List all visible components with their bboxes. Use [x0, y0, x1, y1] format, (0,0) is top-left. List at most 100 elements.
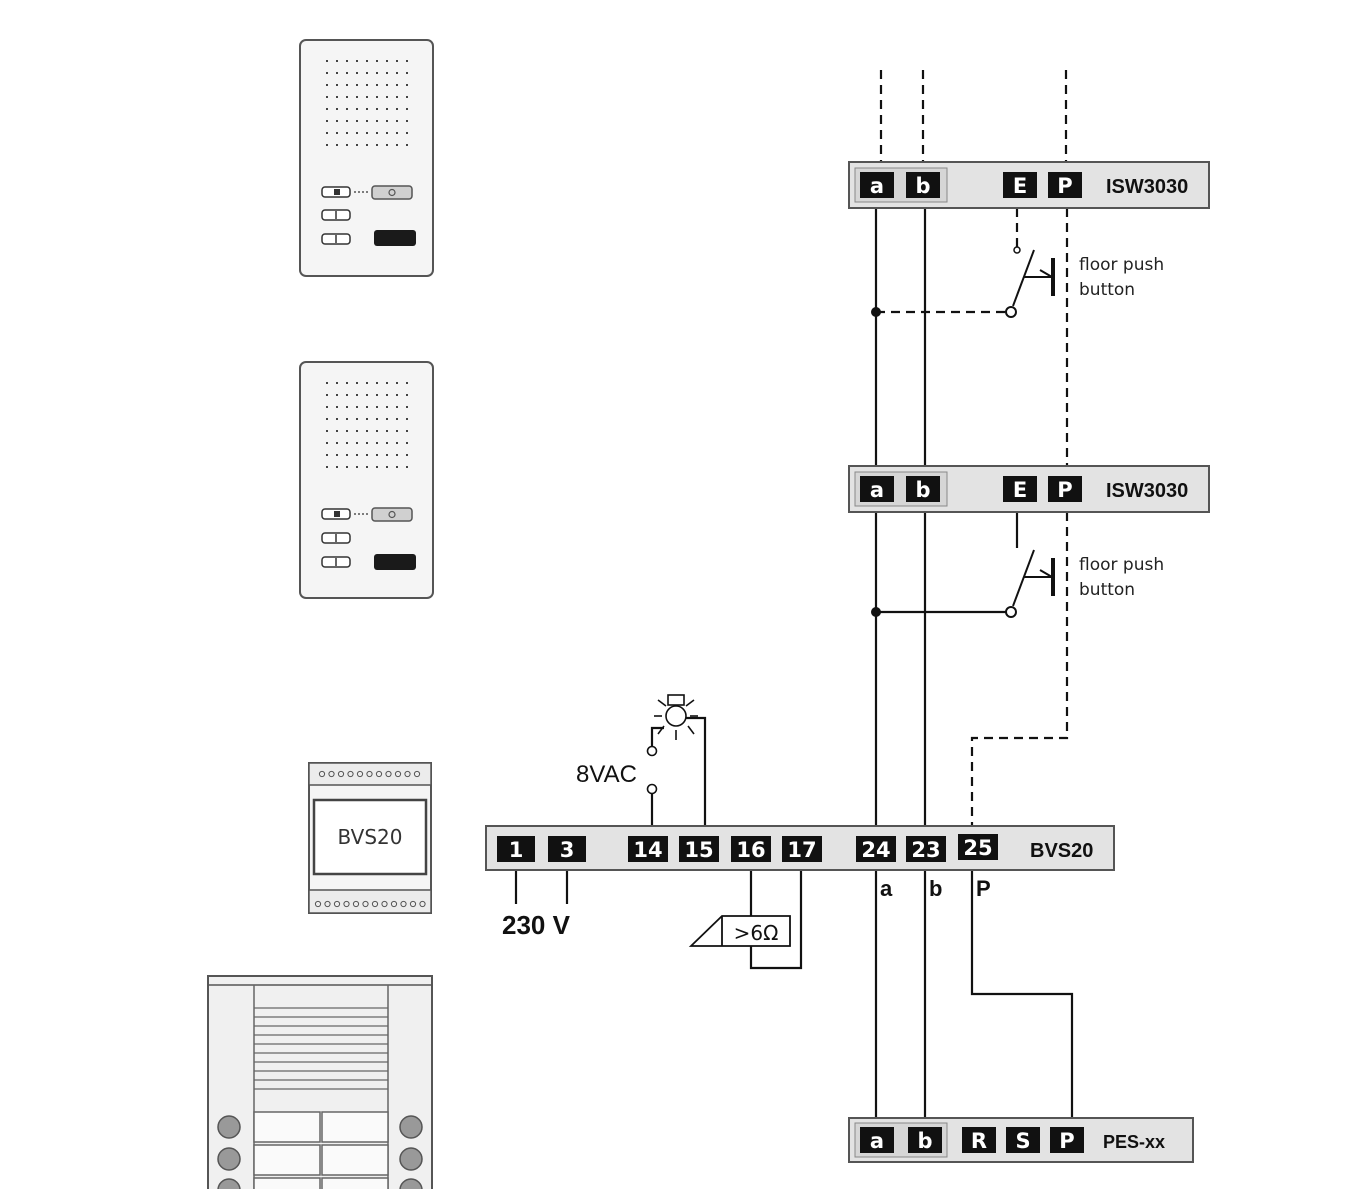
grille-dot [406, 72, 408, 74]
lamp-icon [654, 694, 698, 740]
grille-dot [396, 394, 398, 396]
bell-button[interactable] [217, 1115, 241, 1139]
wires [514, 70, 1074, 1118]
grille-dot [386, 394, 388, 396]
terminal-3: 3 [548, 836, 586, 862]
screw [362, 900, 369, 908]
floor-push-button-label-mid: floor push button [1079, 555, 1170, 600]
grille-dot [326, 466, 328, 468]
svg-text:3: 3 [560, 838, 575, 862]
bell-button[interactable] [217, 1178, 241, 1189]
grille-dot [396, 442, 398, 444]
screw [347, 770, 354, 778]
grille-dot [366, 406, 368, 408]
terminal-25: 25 [958, 834, 998, 860]
unit-label: BVS20 [338, 825, 403, 849]
bell-button[interactable] [399, 1115, 423, 1139]
grille-dot [346, 382, 348, 384]
svg-text:15: 15 [684, 838, 713, 862]
door-open-button[interactable] [371, 185, 413, 200]
screw [413, 770, 421, 778]
module-name: ISW3030 [1106, 480, 1188, 502]
grille-dot [406, 442, 408, 444]
terminal-b: b [906, 172, 940, 198]
wire-p-dashed-to-bvs [970, 512, 1069, 826]
grille-dot [386, 442, 388, 444]
terminal-14: 14 [628, 836, 668, 862]
grille-dot [386, 120, 388, 122]
grille-dot [356, 442, 358, 444]
grille-dot [346, 132, 348, 134]
grille-dot [346, 394, 348, 396]
svg-text:R: R [971, 1129, 987, 1153]
screw [337, 770, 345, 778]
grille-dot [386, 454, 388, 456]
grille-dot [406, 132, 408, 134]
grille-dot [346, 430, 348, 432]
grille-dot [356, 132, 358, 134]
grille-dot [346, 466, 348, 468]
grille-dot [336, 84, 338, 86]
bell-button[interactable] [399, 1147, 423, 1171]
grille-dot [406, 418, 408, 420]
screw [352, 900, 360, 908]
bell-button[interactable] [399, 1178, 423, 1189]
module-name: ISW3030 [1106, 176, 1188, 198]
grille-dot [396, 430, 398, 432]
grille-dot [406, 382, 408, 384]
junction-dot [871, 307, 881, 317]
grille-dot [346, 144, 348, 146]
grille-dot [336, 144, 338, 146]
screw [400, 900, 407, 908]
grille-dot [336, 382, 338, 384]
speaker-grille [326, 382, 408, 468]
screw [409, 900, 417, 908]
speaker-grille [326, 60, 408, 146]
grille-dot [376, 394, 378, 396]
grille-dot [336, 96, 338, 98]
door-station-panel [207, 975, 433, 1189]
grille-dot [396, 406, 398, 408]
svg-text:P: P [1057, 174, 1072, 198]
grille-dot [386, 96, 388, 98]
screw [356, 770, 364, 778]
grille-dot [346, 84, 348, 86]
grille-dot [336, 132, 338, 134]
grille-dot [346, 96, 348, 98]
grille-dot [356, 430, 358, 432]
grille-dot [326, 72, 328, 74]
svg-text:25: 25 [963, 836, 992, 860]
wire-lamp-upper [650, 726, 664, 752]
terminal-b: b [908, 1127, 942, 1153]
terminal-e: E [1003, 476, 1037, 502]
grille-dot [376, 442, 378, 444]
bell-button[interactable] [217, 1147, 241, 1171]
name-plate [321, 1177, 389, 1189]
terminal-17: 17 [782, 836, 822, 862]
floor-push-button-symbol-top [1005, 246, 1055, 318]
terminal-a: a [860, 1127, 894, 1153]
grille-dot [326, 442, 328, 444]
name-plate [321, 1111, 389, 1143]
grille-dot [336, 394, 338, 396]
grille-dot [376, 382, 378, 384]
svg-text:a: a [870, 1129, 884, 1153]
grille-dot [356, 72, 358, 74]
grille-dot [336, 108, 338, 110]
svg-text:b: b [917, 1129, 932, 1153]
terminal-e: E [1003, 172, 1037, 198]
wire-15 [684, 716, 707, 826]
terminal-a: a [860, 476, 894, 502]
grille-dot [376, 418, 378, 420]
grille-dot [326, 108, 328, 110]
terminal-24: 24 [856, 836, 896, 862]
svg-text:17: 17 [787, 838, 816, 862]
grille-dot [326, 454, 328, 456]
grille-dot [406, 454, 408, 456]
grille-dot [346, 120, 348, 122]
svg-text:14: 14 [633, 838, 662, 862]
screw [404, 770, 411, 778]
resistance-label: >6Ω [734, 921, 779, 945]
grille-dot [376, 144, 378, 146]
door-open-button[interactable] [371, 507, 413, 522]
